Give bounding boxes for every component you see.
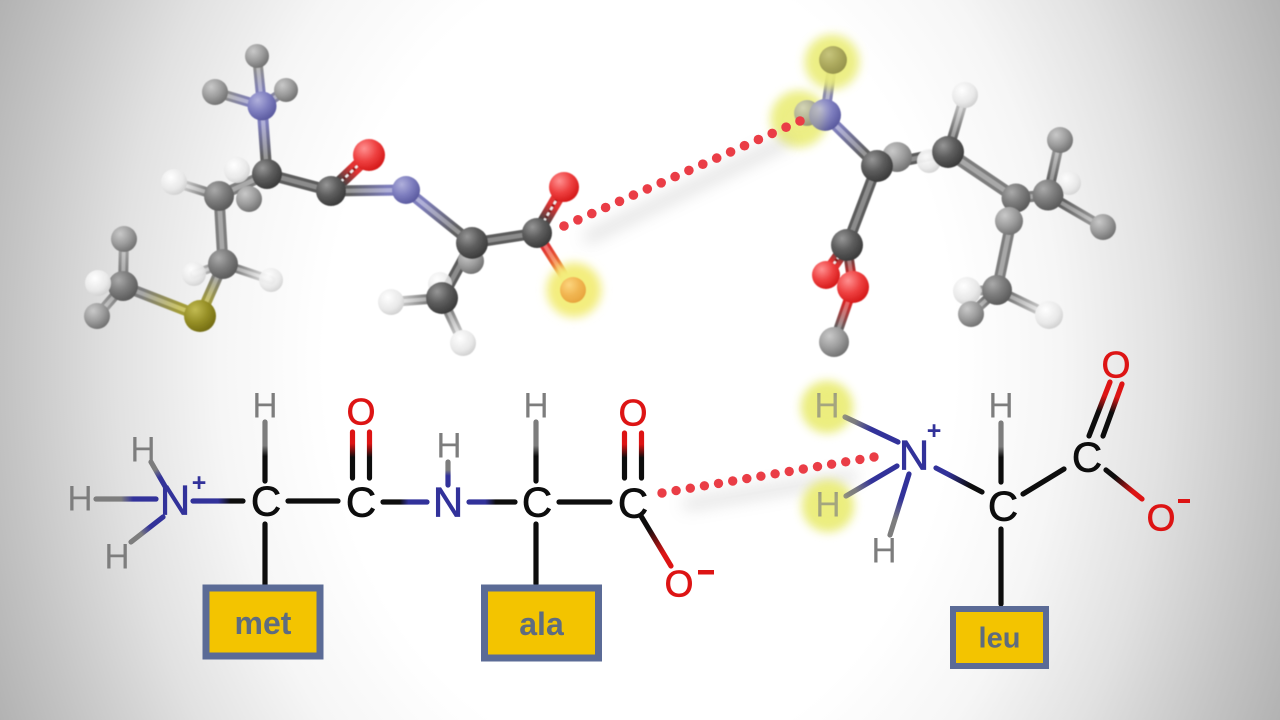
- svg-text:H: H: [988, 387, 1013, 426]
- svg-text:H: H: [104, 538, 129, 577]
- svg-text:+: +: [927, 417, 942, 445]
- svg-text:+: +: [192, 469, 207, 497]
- svg-text:C: C: [346, 479, 376, 526]
- svg-text:O: O: [619, 393, 648, 434]
- svg-text:C: C: [522, 479, 552, 526]
- svg-text:leu: leu: [979, 623, 1021, 655]
- svg-text:N: N: [160, 477, 190, 524]
- svg-text:C: C: [1072, 434, 1102, 481]
- svg-text:ala: ala: [519, 606, 564, 642]
- svg-text:O: O: [1147, 498, 1176, 539]
- svg-text:H: H: [67, 480, 92, 519]
- svg-text:O: O: [665, 564, 694, 605]
- svg-text:C: C: [618, 480, 648, 527]
- svg-text:H: H: [523, 387, 548, 426]
- svg-text:O: O: [1102, 345, 1131, 386]
- svg-text:C: C: [251, 478, 281, 525]
- svg-text:met: met: [235, 605, 292, 641]
- svg-text:H: H: [871, 532, 896, 571]
- svg-text:H: H: [252, 387, 277, 426]
- svg-text:O: O: [347, 392, 376, 433]
- svg-text:N: N: [433, 479, 463, 526]
- svg-text:H: H: [130, 431, 155, 470]
- svg-text:C: C: [988, 483, 1018, 530]
- svg-text:H: H: [436, 427, 461, 466]
- svg-text:N: N: [899, 432, 929, 479]
